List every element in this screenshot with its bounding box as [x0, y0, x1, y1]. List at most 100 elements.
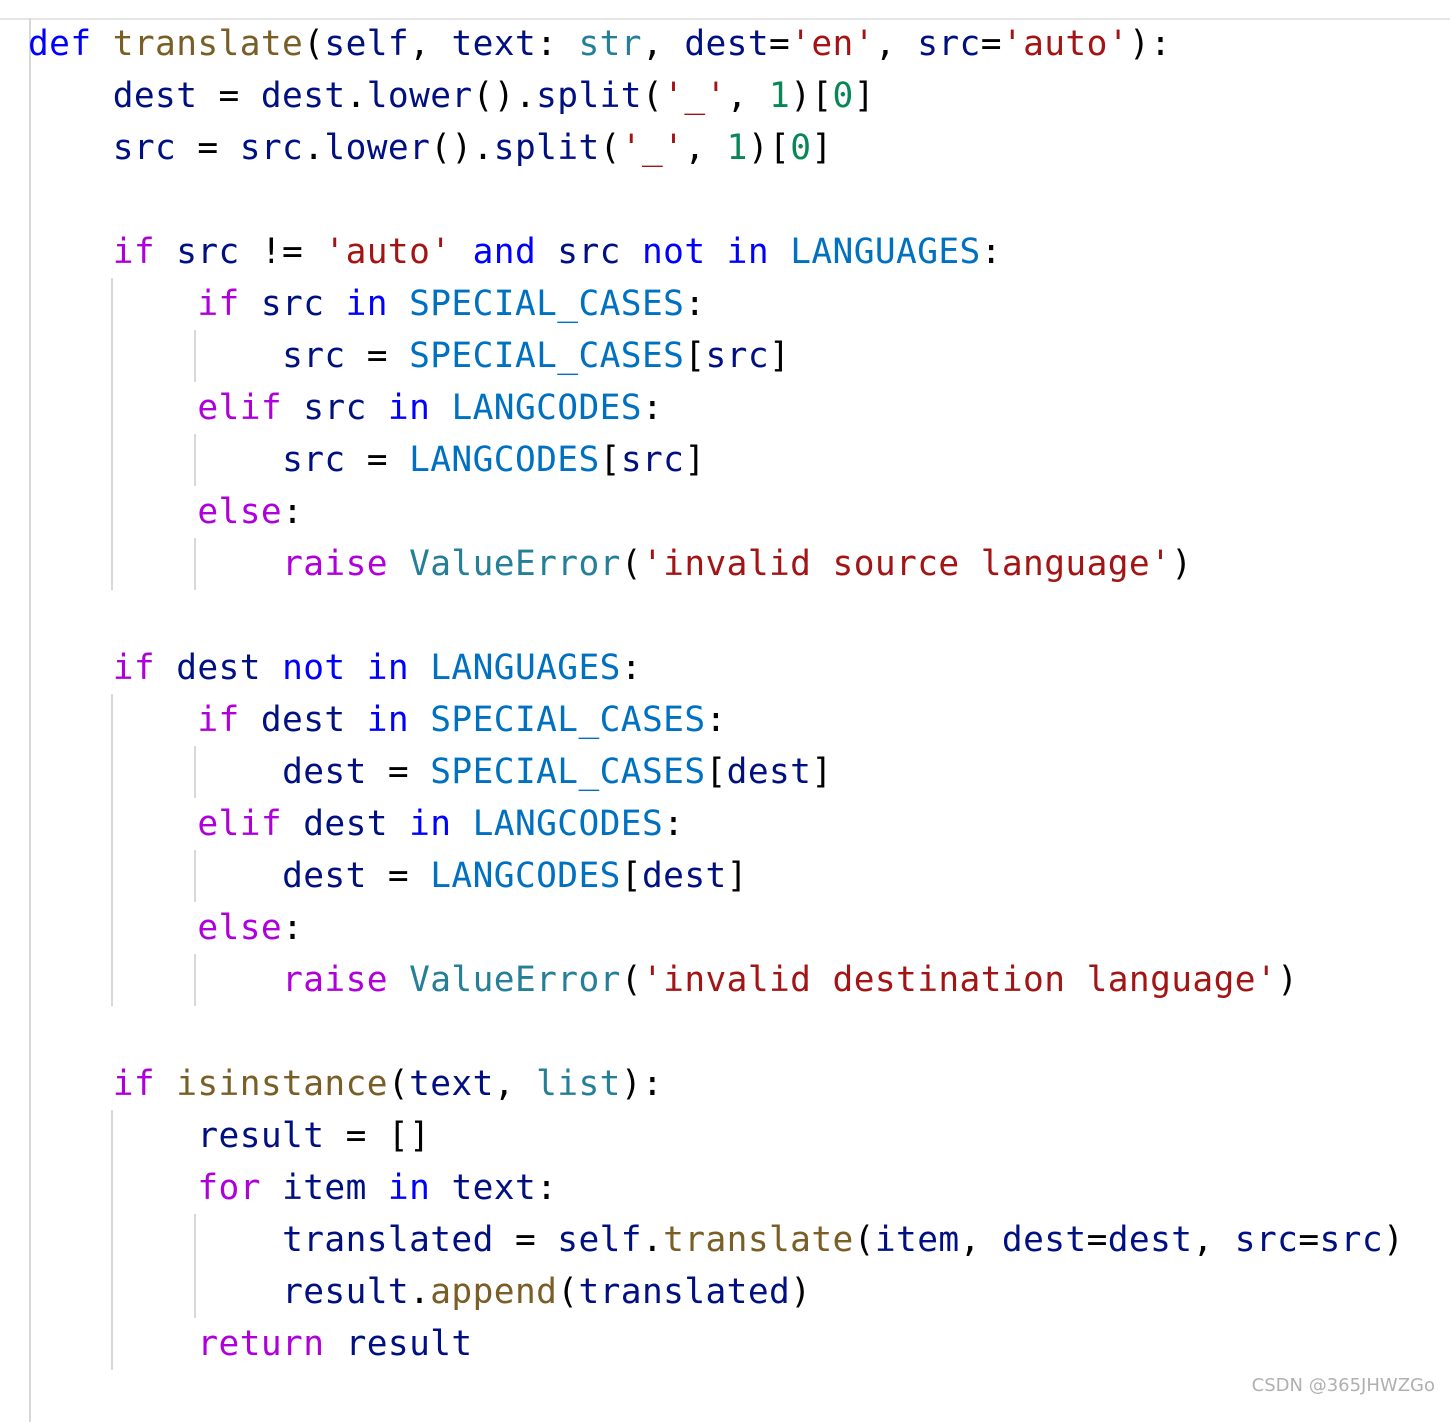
- indentation: [28, 76, 113, 116]
- indent-guide: [111, 538, 113, 590]
- code-line[interactable]: else:: [28, 902, 1448, 954]
- code-token: in: [366, 648, 410, 688]
- code-line[interactable]: if isinstance(text, list):: [28, 1058, 1448, 1110]
- indent-guide: [29, 902, 31, 954]
- code-token: [621, 232, 642, 272]
- code-token: dest: [684, 24, 770, 64]
- indent-guide: [111, 902, 113, 954]
- indentation: [28, 1116, 197, 1156]
- code-token: str: [578, 24, 642, 64]
- code-token: if: [112, 648, 156, 688]
- code-token: result: [197, 1116, 325, 1156]
- indent-guide: [29, 70, 31, 122]
- code-line[interactable]: dest = dest.lower().split('_', 1)[0]: [28, 70, 1448, 122]
- code-token: [346, 648, 367, 688]
- indent-guide: [111, 382, 113, 434]
- code-line[interactable]: if dest not in LANGUAGES:: [28, 642, 1448, 694]
- indent-guide: [111, 746, 113, 798]
- code-token: '_': [620, 128, 685, 168]
- code-token: ,: [684, 128, 727, 168]
- code-line[interactable]: [28, 1370, 1448, 1422]
- code-token: src: [303, 388, 367, 428]
- code-token: [769, 232, 790, 272]
- code-line[interactable]: raise ValueError('invalid source languag…: [28, 538, 1448, 590]
- code-line[interactable]: for item in text:: [28, 1162, 1448, 1214]
- code-token: [: [705, 752, 727, 792]
- code-token: ): [1171, 544, 1193, 584]
- code-token: raise: [282, 960, 388, 1000]
- code-token: [324, 284, 345, 324]
- code-line[interactable]: src = SPECIAL_CASES[src]: [28, 330, 1448, 382]
- code-line[interactable]: dest = LANGCODES[dest]: [28, 850, 1448, 902]
- code-token: LANGCODES: [409, 440, 600, 480]
- code-line[interactable]: return result: [28, 1318, 1448, 1370]
- code-token: [367, 1168, 388, 1208]
- code-token: dest: [641, 856, 727, 896]
- code-token: def: [28, 24, 92, 64]
- code-token: :: [620, 648, 642, 688]
- indent-guide: [29, 642, 31, 694]
- code-token: [536, 232, 557, 272]
- code-token: .: [345, 76, 367, 116]
- code-token: text: [409, 1064, 494, 1104]
- code-token: ): [1277, 960, 1299, 1000]
- indent-guide: [29, 590, 31, 642]
- indent-guide: [194, 954, 196, 1006]
- indent-guide: [29, 1214, 31, 1266]
- code-token: [155, 1064, 176, 1104]
- code-line[interactable]: raise ValueError('invalid destination la…: [28, 954, 1448, 1006]
- code-token: src: [557, 232, 621, 272]
- code-line[interactable]: [28, 174, 1448, 226]
- code-token: :: [536, 24, 579, 64]
- code-token: ,: [874, 24, 918, 64]
- code-token: SPECIAL_CASES: [409, 284, 685, 324]
- code-line[interactable]: translated = self.translate(item, dest=d…: [28, 1214, 1448, 1266]
- code-line[interactable]: [28, 590, 1448, 642]
- code-line[interactable]: if src != 'auto' and src not in LANGUAGE…: [28, 226, 1448, 278]
- code-token: src: [260, 284, 325, 324]
- code-token: 0: [832, 76, 854, 116]
- code-line[interactable]: else:: [28, 486, 1448, 538]
- code-token: LANGUAGES: [790, 232, 981, 272]
- code-line[interactable]: elif src in LANGCODES:: [28, 382, 1448, 434]
- code-line[interactable]: src = src.lower().split('_', 1)[0]: [28, 122, 1448, 174]
- code-line[interactable]: if src in SPECIAL_CASES:: [28, 278, 1448, 330]
- code-token: result: [345, 1324, 473, 1364]
- code-token: ValueError: [409, 960, 621, 1000]
- code-token: [388, 284, 409, 324]
- code-line[interactable]: if dest in SPECIAL_CASES:: [28, 694, 1448, 746]
- indentation: [28, 1220, 282, 1260]
- code-token: src: [917, 24, 981, 64]
- code-token: else: [197, 492, 283, 532]
- indent-guide: [29, 1006, 31, 1058]
- code-token: 'auto': [324, 232, 452, 272]
- code-line[interactable]: src = LANGCODES[src]: [28, 434, 1448, 486]
- code-editor[interactable]: def translate(self, text: str, dest='en'…: [28, 18, 1448, 1422]
- code-token: (: [641, 76, 664, 116]
- code-token: SPECIAL_CASES: [409, 336, 685, 376]
- indent-guide: [29, 1318, 31, 1370]
- code-token: elif: [197, 804, 283, 844]
- code-token: =: [366, 752, 431, 792]
- indent-guide: [29, 798, 31, 850]
- code-line[interactable]: elif dest in LANGCODES:: [28, 798, 1448, 850]
- code-token: =: [493, 1220, 558, 1260]
- indent-guide: [111, 278, 113, 330]
- code-line[interactable]: def translate(self, text: str, dest='en'…: [28, 18, 1448, 70]
- indent-guide: [111, 798, 113, 850]
- code-token: ]: [811, 128, 833, 168]
- code-token: =: [197, 76, 261, 116]
- code-token: (: [303, 24, 325, 64]
- code-line[interactable]: result = []: [28, 1110, 1448, 1162]
- indentation: [28, 648, 113, 688]
- code-token: .: [303, 128, 325, 168]
- code-token: ,: [959, 1220, 1002, 1260]
- code-line[interactable]: result.append(translated): [28, 1266, 1448, 1318]
- code-token: ):: [1128, 24, 1172, 64]
- code-line[interactable]: dest = SPECIAL_CASES[dest]: [28, 746, 1448, 798]
- indentation: [28, 1324, 197, 1364]
- code-token: src: [176, 232, 240, 272]
- code-token: result: [282, 1272, 410, 1312]
- code-line[interactable]: [28, 1006, 1448, 1058]
- code-token: ]: [726, 856, 748, 896]
